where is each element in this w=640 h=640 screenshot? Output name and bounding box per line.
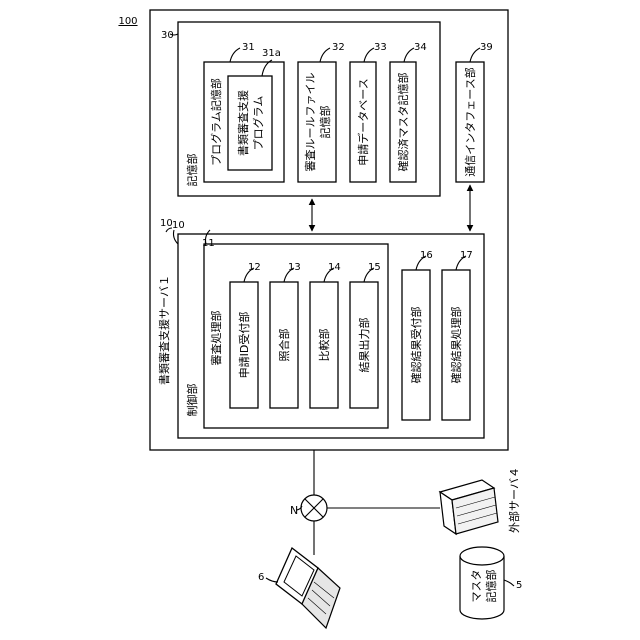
program-label-line1: 書類審査支援 <box>236 90 250 156</box>
confirmation-processing-ref: 17 <box>460 250 473 261</box>
result-output-label: 結果出力部 <box>357 318 371 373</box>
app-id-reception-ref: 12 <box>248 262 261 273</box>
application-db-ref: 33 <box>374 42 387 53</box>
network-icon <box>301 495 327 521</box>
rule-file-storage-line2: 記憶部 <box>318 106 332 139</box>
program-storage-ref: 31 <box>242 42 255 53</box>
application-db-label: 申請データベース <box>356 78 370 165</box>
server-label: 書類審査支援サーバ１ <box>157 275 171 385</box>
comm-interface-ref: 39 <box>480 42 493 53</box>
server-ref: 10 <box>160 218 173 229</box>
terminal-ref: 6 <box>258 572 264 583</box>
review-processing-label: 審査処理部 <box>209 311 223 366</box>
master-storage-ref: 5 <box>516 580 522 591</box>
collation-ref: 13 <box>288 262 301 273</box>
external-server-icon <box>440 480 498 534</box>
figure-number: 100 <box>118 16 137 27</box>
comparison-ref: 14 <box>328 262 341 273</box>
network-label: N <box>290 504 298 517</box>
control-ref: 10 <box>172 220 185 231</box>
comm-interface-label: 通信インタフェース部 <box>463 67 477 176</box>
program-storage-label: プログラム記憶部 <box>209 78 223 166</box>
external-server-label: 外部サーバ４ <box>507 467 521 533</box>
laptop-icon <box>276 548 340 628</box>
program-label-line2: プログラム <box>251 96 265 151</box>
rule-file-storage-line1: 審査ルールファイル <box>303 73 317 172</box>
confirmation-reception-ref: 16 <box>420 250 433 261</box>
control-label: 制御部 <box>185 384 199 417</box>
confirmed-master-storage-ref: 34 <box>414 42 427 53</box>
master-storage-line2: 記憶部 <box>484 570 498 603</box>
program-ref: 31a <box>262 48 281 59</box>
review-processing-ref: 11 <box>202 238 215 249</box>
rule-file-storage-ref: 32 <box>332 42 345 53</box>
result-output-ref: 15 <box>368 262 381 273</box>
confirmed-master-storage-label: 確認済マスタ記憶部 <box>396 73 410 172</box>
storage-ref: 30 <box>161 30 174 41</box>
app-id-reception-label: 申請ID受付部 <box>237 312 251 379</box>
program-box <box>228 76 272 170</box>
master-storage-line1: マスタ <box>470 570 483 603</box>
confirmation-reception-label: 確認結果受付部 <box>409 307 423 384</box>
confirmation-processing-label: 確認結果処理部 <box>449 307 463 384</box>
collation-label: 照合部 <box>277 329 291 362</box>
storage-label: 記憶部 <box>185 154 199 187</box>
comparison-label: 比較部 <box>317 329 331 362</box>
